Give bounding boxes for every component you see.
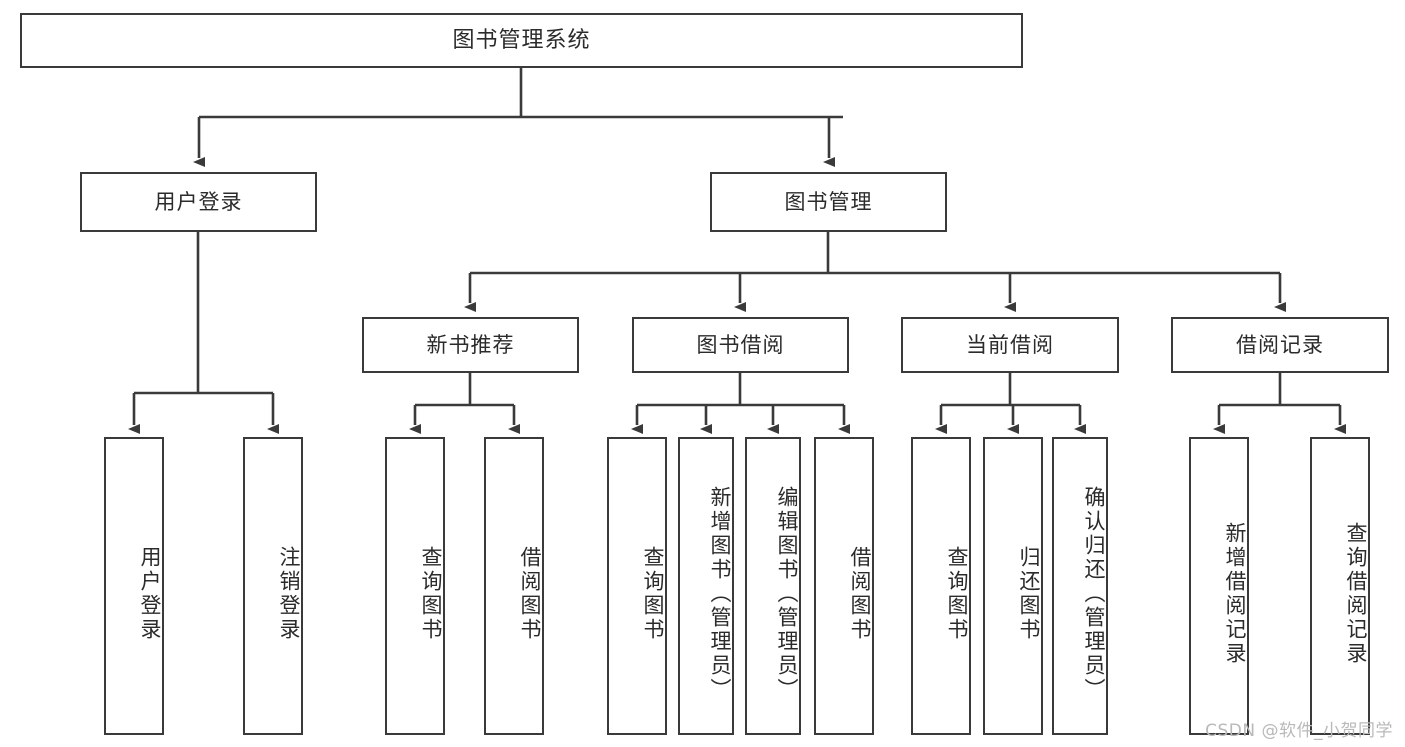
leaf-label: 确认归还（管理员） [1082, 486, 1106, 702]
leaf-node[interactable]: 查询图书 [385, 437, 445, 735]
leaf-node[interactable]: 查询图书 [607, 437, 667, 735]
leaf-node[interactable]: 用户登录 [104, 437, 164, 735]
node-borrow-record[interactable]: 借阅记录 [1171, 317, 1389, 373]
node-label: 新书推荐 [426, 332, 515, 357]
node-label: 借阅记录 [1236, 332, 1324, 357]
leaf-label: 借阅图书 [848, 546, 872, 642]
leaf-label: 查询图书 [641, 546, 665, 642]
leaf-node[interactable]: 归还图书 [983, 437, 1043, 735]
leaf-label: 新增借阅记录 [1223, 522, 1247, 666]
leaf-node[interactable]: 查询图书 [911, 437, 971, 735]
node-label: 图书借阅 [696, 332, 785, 357]
node-root-system[interactable]: 图书管理系统 [20, 13, 1023, 68]
leaf-label: 借阅图书 [518, 546, 542, 642]
leaf-node[interactable]: 借阅图书 [484, 437, 544, 735]
leaf-node[interactable]: 新增借阅记录 [1189, 437, 1249, 735]
leaf-label: 新增图书（管理员） [708, 486, 732, 702]
leaf-node[interactable]: 确认归还（管理员） [1052, 437, 1108, 735]
leaf-label: 查询图书 [419, 546, 443, 642]
leaf-node[interactable]: 新增图书（管理员） [678, 437, 734, 735]
node-user-login[interactable]: 用户登录 [80, 172, 317, 232]
node-root-label: 图书管理系统 [452, 27, 591, 53]
leaf-node[interactable]: 编辑图书（管理员） [745, 437, 801, 735]
node-new-book-recommend[interactable]: 新书推荐 [362, 317, 579, 373]
node-current-borrow[interactable]: 当前借阅 [901, 317, 1119, 373]
node-label: 用户登录 [154, 189, 243, 214]
leaf-node[interactable]: 注销登录 [243, 437, 303, 735]
leaf-label: 归还图书 [1017, 546, 1041, 642]
leaf-label: 查询图书 [945, 546, 969, 642]
leaf-label: 注销登录 [277, 546, 301, 642]
leaf-label: 查询借阅记录 [1344, 522, 1368, 666]
node-book-management[interactable]: 图书管理 [710, 172, 947, 232]
node-label: 图书管理 [784, 189, 873, 214]
leaf-label: 编辑图书（管理员） [775, 486, 799, 702]
node-label: 当前借阅 [966, 332, 1054, 357]
leaf-node[interactable]: 查询借阅记录 [1310, 437, 1370, 735]
node-book-borrow[interactable]: 图书借阅 [632, 317, 849, 373]
leaf-label: 用户登录 [138, 546, 162, 642]
leaf-node[interactable]: 借阅图书 [814, 437, 874, 735]
